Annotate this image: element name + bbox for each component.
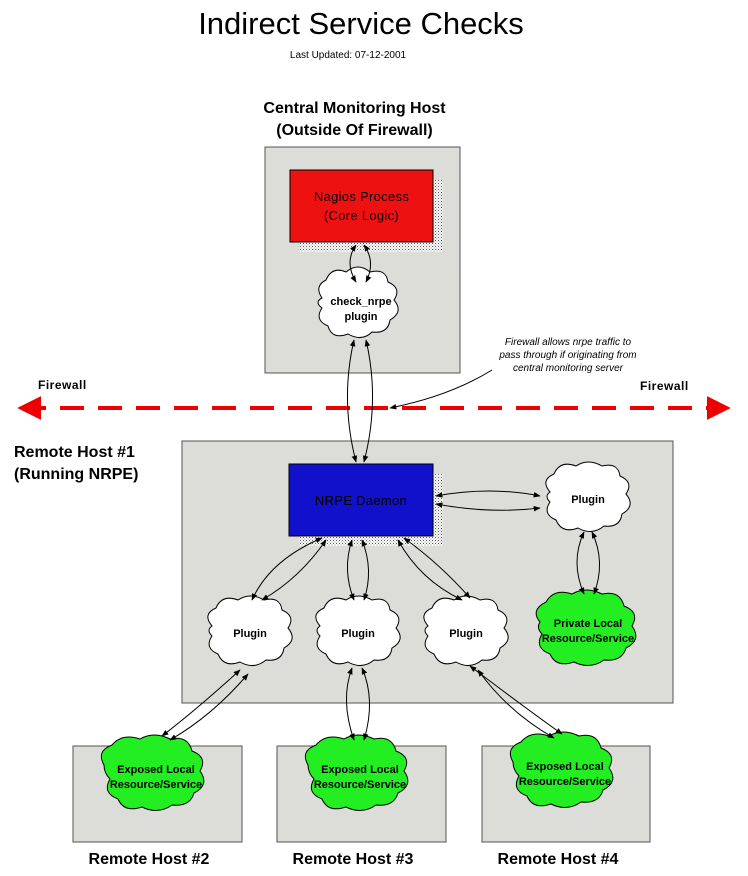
arrow-plugin-private-nrpe: [435, 502, 541, 512]
arrow-nagios-checknrpe: [349, 244, 357, 283]
plugin-cloud-b: [315, 595, 401, 666]
plugin-cloud-a: [207, 595, 293, 666]
arrow-checknrpe-nrpe: [347, 339, 358, 463]
firewall-note: Firewall allows nrpe traffic to pass thr…: [478, 336, 658, 375]
exposed-resource-cloud-2: [100, 734, 205, 811]
arrow-plugin-b-nrpe: [361, 539, 369, 601]
arrow-nrpe-plugin-b: [347, 539, 355, 601]
firewall-note-line2: pass through if originating from: [499, 350, 637, 361]
central-host-label-line2: (Outside Of Firewall): [276, 122, 433, 139]
exposed-resource-4-text: Exposed Local Resource/Service: [505, 753, 625, 797]
plugin-b-text: Plugin: [341, 627, 375, 640]
nagios-process-box: [289, 169, 434, 243]
exposed-resource-2-line2: Resource/Service: [109, 779, 203, 791]
arrow-nrpe-plugin-private: [435, 490, 541, 498]
arrow-plugin-b-resource-3: [345, 667, 355, 741]
exposed-resource-3-line1: Exposed Local: [321, 764, 399, 776]
private-resource-cloud: [535, 589, 637, 666]
arrow-resource-3-plugin-b: [361, 667, 371, 741]
arrow-plugin-c-nrpe: [403, 537, 471, 599]
remote-host-1-label-line2: (Running NRPE): [14, 466, 139, 483]
plugin-a-text: Plugin: [233, 627, 267, 640]
arrow-resource-plugin-private: [591, 531, 601, 595]
check-nrpe-line1: check_nrpe: [330, 296, 392, 308]
arrow-resource-2-plugin-a: [169, 673, 249, 741]
remote-host-1-label-line1: Remote Host #1: [14, 444, 135, 461]
firewall-note-line3: central monitoring server: [512, 363, 624, 374]
arrow-plugin-a-nrpe: [261, 539, 327, 601]
exposed-resource-cloud-3: [304, 734, 409, 811]
remote-host-1-label: Remote Host #1 (Running NRPE): [14, 442, 138, 486]
arrow-nrpe-checknrpe: [362, 339, 373, 463]
exposed-resource-4-line2: Resource/Service: [518, 776, 612, 788]
central-host-label: Central Monitoring Host (Outside Of Fire…: [232, 98, 477, 142]
remote-host-4-label: Remote Host #4: [497, 851, 619, 868]
private-resource-line1: Private Local: [553, 618, 623, 630]
nagios-process-text: Nagios Process (Core Logic): [290, 170, 433, 242]
page-title: Indirect Service Checks: [198, 6, 524, 41]
last-updated-text: Last Updated: 07-12-2001: [289, 50, 407, 61]
exposed-resource-2-text: Exposed Local Resource/Service: [96, 756, 216, 800]
nrpe-daemon-box: [288, 463, 434, 537]
exposed-resource-3-text: Exposed Local Resource/Service: [300, 756, 420, 800]
plugin-private-text: Plugin: [571, 493, 605, 506]
arrow-checknrpe-nagios: [363, 244, 372, 283]
check-nrpe-line2: plugin: [344, 311, 378, 323]
connection-arrows: [161, 244, 601, 741]
firewall-note-line1: Firewall allows nrpe traffic to: [504, 337, 632, 348]
central-host-label-line1: Central Monitoring Host: [263, 100, 446, 117]
nrpe-daemon-text: NRPE Daemon: [314, 492, 408, 508]
check-nrpe-cloud: [317, 266, 399, 338]
nagios-process-line2: (Core Logic): [323, 208, 400, 223]
firewall-label-left: Firewall: [38, 378, 87, 392]
exposed-resource-2-line1: Exposed Local: [117, 764, 195, 776]
firewall-label-right: Firewall: [640, 379, 689, 393]
arrow-resource-4-plugin-c: [477, 669, 555, 739]
exposed-resource-4-line1: Exposed Local: [526, 761, 604, 773]
plugin-cloud-private: [545, 461, 631, 532]
private-resource-text: Private Local Resource/Service: [530, 610, 646, 654]
private-resource-line2: Resource/Service: [541, 633, 635, 645]
plugin-c-text: Plugin: [449, 627, 483, 640]
arrow-plugin-private-resource: [576, 531, 585, 595]
check-nrpe-text: check_nrpe plugin: [313, 282, 409, 338]
exposed-resource-3-line2: Resource/Service: [313, 779, 407, 791]
remote-host-2-label: Remote Host #2: [88, 851, 210, 868]
remote-host-3-label: Remote Host #3: [292, 851, 414, 868]
nagios-process-line1: Nagios Process: [313, 189, 410, 204]
firewall-note-pointer: [389, 369, 493, 410]
